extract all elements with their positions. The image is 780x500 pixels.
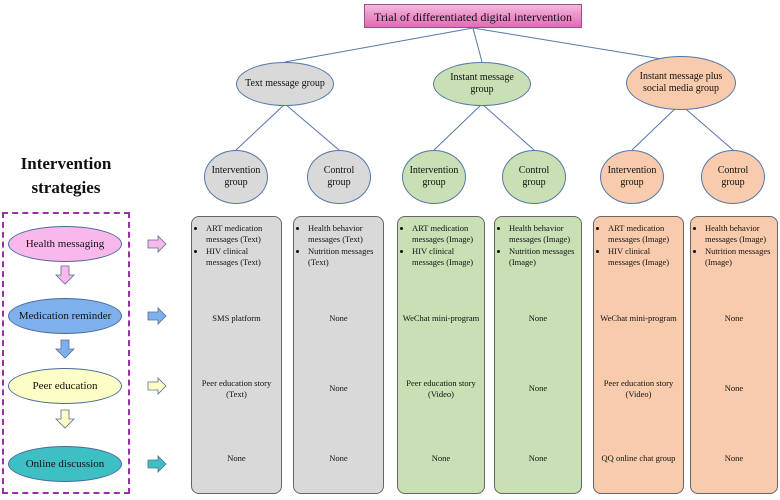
right-arrow-icon	[147, 455, 167, 473]
reminder-text: WeChat mini-program	[600, 313, 677, 323]
discussion-text: None	[431, 453, 451, 463]
peer-text: Peer education story (Text)	[201, 378, 272, 399]
instant-message-group-node: Instant message group	[433, 62, 531, 106]
message-item: Health behavior messages (Image)	[705, 223, 777, 245]
heading-line: strategies	[31, 178, 101, 197]
strategy-medication-reminder: Medication reminder	[8, 298, 122, 334]
message-item: HIV clinical messages (Image)	[608, 246, 683, 268]
panel-social-intervention: ART medication messages (Image) HIV clin…	[593, 216, 684, 494]
discussion-text: None	[528, 453, 548, 463]
subgroup-label: Intervention group	[211, 165, 261, 188]
reminder-text: None	[329, 313, 348, 323]
message-item: Health behavior messages (Image)	[509, 223, 581, 245]
strategy-label: Online discussion	[25, 458, 105, 470]
panel-im-control: Health behavior messages (Image) Nutriti…	[494, 216, 582, 494]
message-item: HIV clinical messages (Image)	[412, 246, 484, 268]
message-list: Health behavior messages (Image) Nutriti…	[495, 223, 581, 268]
subgroup-node: Intervention group	[600, 150, 664, 204]
group-label: Text message group	[245, 78, 325, 89]
trial-title: Trial of differentiated digital interven…	[364, 4, 582, 28]
right-arrow-icon	[147, 377, 167, 395]
message-list: ART medication messages (Image) HIV clin…	[594, 223, 683, 268]
group-label: Instant message plus social media group	[639, 71, 723, 94]
subgroup-label: Intervention group	[607, 165, 657, 188]
peer-text: Peer education story (Video)	[603, 378, 674, 399]
discussion-text: None	[329, 453, 348, 463]
discussion-text: QQ online chat group	[601, 453, 676, 463]
discussion-text: None	[724, 453, 744, 463]
subgroup-label: Intervention group	[409, 165, 459, 188]
group-label: Instant message group	[450, 72, 514, 95]
text-message-group-node: Text message group	[236, 62, 334, 106]
message-item: HIV clinical messages (Text)	[206, 246, 281, 268]
panel-text-intervention: ART medication messages (Text) HIV clini…	[191, 216, 282, 494]
right-arrow-icon	[147, 235, 167, 253]
peer-text: None	[329, 383, 348, 393]
message-list: Health behavior messages (Text) Nutritio…	[294, 223, 383, 268]
reminder-text: WeChat mini-program	[402, 313, 480, 323]
reminder-text: None	[724, 313, 744, 323]
strategy-label: Peer education	[32, 380, 98, 392]
subgroup-node: Intervention group	[402, 150, 466, 204]
peer-text: None	[724, 383, 744, 393]
strategy-label: Health messaging	[25, 238, 105, 250]
message-item: Health behavior messages (Text)	[308, 223, 383, 245]
subgroup-label: Control group	[518, 165, 550, 188]
reminder-text: None	[528, 313, 548, 323]
message-item: ART medication messages (Image)	[608, 223, 683, 245]
social-media-group-node: Instant message plus social media group	[626, 56, 736, 110]
message-item: Nutrition messages (Text)	[308, 246, 383, 268]
panel-social-control: Health behavior messages (Image) Nutriti…	[690, 216, 778, 494]
discussion-text: None	[227, 453, 246, 463]
strategies-box	[2, 212, 130, 494]
message-item: ART medication messages (Image)	[412, 223, 484, 245]
message-item: ART medication messages (Text)	[206, 223, 281, 245]
subgroup-label: Control group	[717, 165, 749, 188]
subgroup-node: Intervention group	[204, 150, 268, 204]
subgroup-node: Control group	[502, 150, 566, 204]
peer-text: None	[528, 383, 548, 393]
panel-text-control: Health behavior messages (Text) Nutritio…	[293, 216, 384, 494]
peer-text: Peer education story (Video)	[406, 378, 476, 399]
strategy-health-messaging: Health messaging	[8, 226, 122, 262]
right-arrow-icon	[147, 307, 167, 325]
reminder-text: SMS platform	[212, 313, 261, 323]
subgroup-node: Control group	[307, 150, 371, 204]
message-list: Health behavior messages (Image) Nutriti…	[691, 223, 777, 268]
strategy-online-discussion: Online discussion	[8, 446, 122, 482]
message-item: Nutrition messages (Image)	[705, 246, 777, 268]
message-list: ART medication messages (Text) HIV clini…	[192, 223, 281, 268]
panel-im-intervention: ART medication messages (Image) HIV clin…	[397, 216, 485, 494]
strategy-label: Medication reminder	[18, 310, 112, 322]
message-item: Nutrition messages (Image)	[509, 246, 581, 268]
strategy-peer-education: Peer education	[8, 368, 122, 404]
message-list: ART medication messages (Image) HIV clin…	[398, 223, 484, 268]
heading-line: Intervention	[20, 154, 112, 173]
subgroup-label: Control group	[323, 165, 355, 188]
intervention-strategies-heading: Intervention strategies	[16, 152, 116, 200]
subgroup-node: Control group	[701, 150, 765, 204]
